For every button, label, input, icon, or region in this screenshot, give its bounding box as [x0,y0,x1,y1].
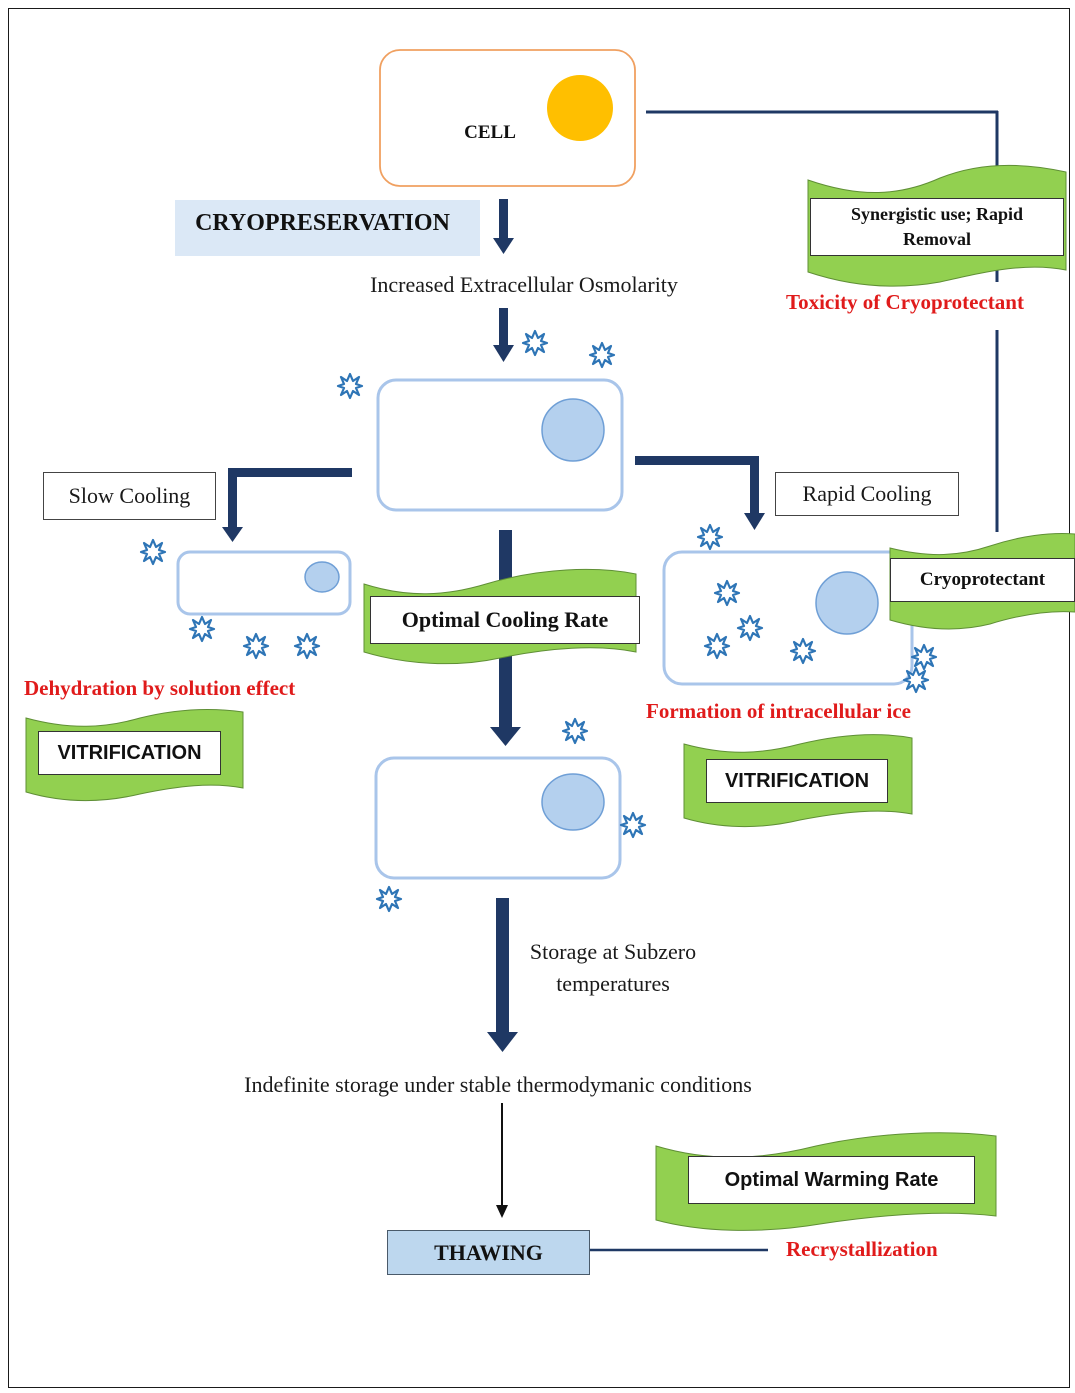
rapid-cooling-nucleus [815,571,879,635]
cryoprotectant-label: Cryoprotectant [890,558,1075,602]
middle-cell-nucleus [541,398,605,462]
vitrification-left-label: VITRIFICATION [38,731,221,775]
arrow-to-thawing [496,1103,508,1218]
rapid-cooling-box: Rapid Cooling [775,472,959,516]
synergistic-label: Synergistic use; Rapid Removal [810,198,1064,256]
osmolarity-label: Increased Extracellular Osmolarity [370,272,678,297]
arrow-down-storage [487,898,518,1052]
cryopreservation-label: CRYOPRESERVATION [195,210,450,236]
indefinite-storage-label: Indefinite storage under stable thermody… [244,1072,752,1097]
top-cell-nucleus [547,75,613,141]
slow-cooling-nucleus [304,561,340,593]
slow-cooling-box: Slow Cooling [43,472,216,520]
vitrification-right-label: VITRIFICATION [706,759,888,803]
cell-label: CELL [464,122,516,143]
cryopreservation-highlight [175,200,480,256]
recrystallization-label: Recrystallization [786,1237,938,1261]
thawing-box: THAWING [387,1230,590,1275]
storage-label: Storage at Subzero temperatures [529,939,697,996]
arrow-slow-cooling [222,468,352,542]
optimal-warming-label: Optimal Warming Rate [688,1156,975,1204]
intracellular-ice-label: Formation of intracellular ice [646,699,911,723]
cryoprotectant-feedback-line [646,110,999,532]
arrow-rapid-cooling [635,456,765,530]
dehydration-label: Dehydration by solution effect [24,676,296,700]
bottom-cell-nucleus [541,773,605,831]
arrow-down-1 [493,199,514,254]
slow-cooling-cell [176,550,352,616]
arrow-down-2 [493,308,514,362]
toxicity-label: Toxicity of Cryoprotectant [786,290,1024,314]
optimal-cooling-label: Optimal Cooling Rate [370,596,640,644]
